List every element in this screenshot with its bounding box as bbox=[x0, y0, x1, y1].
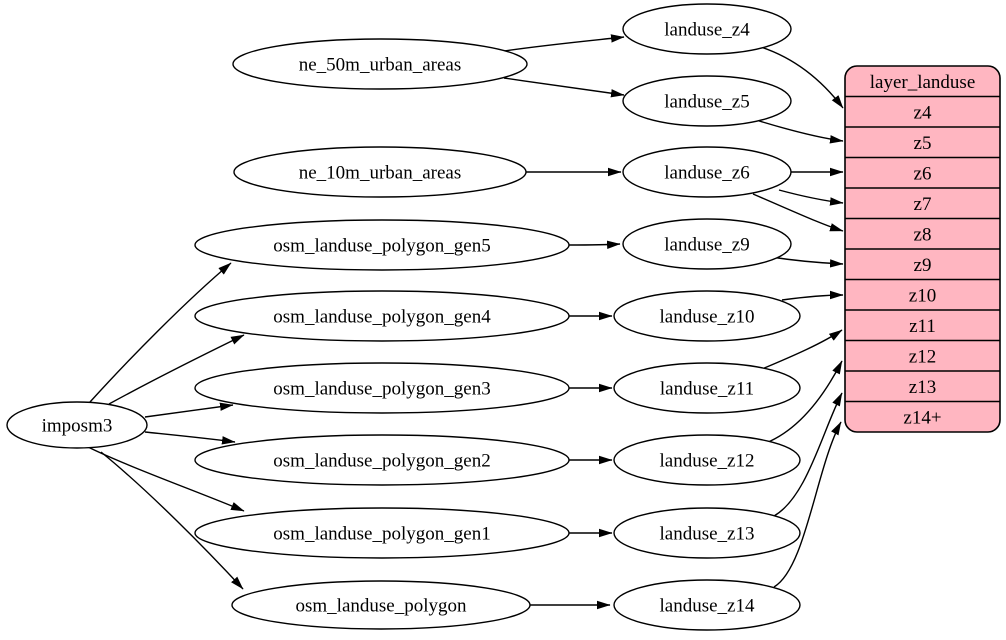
node-label-landuse_z5: landuse_z5 bbox=[664, 92, 749, 113]
node-imposm3: imposm3 bbox=[6, 401, 148, 449]
node-shape-imposm3 bbox=[6, 401, 148, 449]
node-label-osm_landuse_polygon_gen3: osm_landuse_polygon_gen3 bbox=[273, 379, 490, 400]
table-row-z10: z10 bbox=[909, 285, 936, 306]
edge-imposm3-to-osm_landuse_polygon_gen3 bbox=[144, 402, 234, 418]
table-row-z4: z4 bbox=[914, 102, 932, 123]
node-label-landuse_z10: landuse_z10 bbox=[660, 307, 755, 328]
edge-imposm3-to-osm_landuse_polygon_gen5 bbox=[89, 262, 232, 403]
node-shape-landuse_z12 bbox=[613, 434, 801, 486]
table-row-z9: z9 bbox=[914, 255, 932, 276]
node-label-osm_landuse_polygon_gen2: osm_landuse_polygon_gen2 bbox=[273, 451, 490, 472]
table-row-z14+: z14+ bbox=[903, 407, 941, 428]
edge-landuse_z4-to-layer_landuse:z4 bbox=[760, 46, 844, 109]
node-shape-landuse_z9 bbox=[622, 218, 792, 270]
node-shape-osm_landuse_polygon_gen5 bbox=[194, 219, 570, 271]
node-label-osm_landuse_polygon_gen5: osm_landuse_polygon_gen5 bbox=[273, 236, 490, 257]
node-landuse_z10: landuse_z10 bbox=[613, 290, 801, 342]
node-shape-osm_landuse_polygon bbox=[231, 580, 531, 630]
edge-imposm3-to-osm_landuse_polygon bbox=[100, 451, 244, 590]
edge-imposm3-to-osm_landuse_polygon_gen2 bbox=[144, 431, 236, 445]
node-shape-landuse_z11 bbox=[613, 362, 801, 414]
node-landuse_z6: landuse_z6 bbox=[622, 146, 792, 198]
node-ne_10m_urban_areas: ne_10m_urban_areas bbox=[233, 146, 527, 198]
table-row-z5: z5 bbox=[914, 133, 932, 154]
table-row-z13: z13 bbox=[909, 377, 936, 398]
node-shape-landuse_z13 bbox=[613, 507, 801, 559]
table-row-z8: z8 bbox=[914, 224, 932, 245]
node-landuse_z9: landuse_z9 bbox=[622, 218, 792, 270]
node-label-landuse_z14: landuse_z14 bbox=[660, 596, 755, 617]
node-shape-landuse_z5 bbox=[622, 75, 792, 127]
node-label-osm_landuse_polygon_gen4: osm_landuse_polygon_gen4 bbox=[273, 307, 491, 328]
edge-landuse_z13-to-layer_landuse:z13 bbox=[773, 392, 843, 517]
edge-landuse_z10-to-layer_landuse:z10 bbox=[781, 290, 844, 301]
node-label-landuse_z9: landuse_z9 bbox=[664, 235, 749, 256]
node-landuse_z14: landuse_z14 bbox=[613, 579, 801, 631]
node-landuse_z13: landuse_z13 bbox=[613, 507, 801, 559]
node-shape-osm_landuse_polygon_gen2 bbox=[194, 434, 570, 486]
node-osm_landuse_polygon: osm_landuse_polygon bbox=[231, 580, 531, 630]
table-row-z11: z11 bbox=[909, 316, 936, 337]
edge-landuse_z6-to-layer_landuse:z7 bbox=[778, 189, 844, 206]
node-osm_landuse_polygon_gen3: osm_landuse_polygon_gen3 bbox=[194, 362, 570, 414]
node-label-osm_landuse_polygon: osm_landuse_polygon bbox=[296, 596, 467, 617]
node-shape-landuse_z10 bbox=[613, 290, 801, 342]
node-shape-ne_50m_urban_areas bbox=[232, 38, 528, 90]
node-label-landuse_z4: landuse_z4 bbox=[664, 20, 750, 41]
node-shape-ne_10m_urban_areas bbox=[233, 146, 527, 198]
node-label-landuse_z11: landuse_z11 bbox=[660, 379, 754, 400]
node-shape-landuse_z4 bbox=[622, 3, 792, 55]
node-osm_landuse_polygon_gen1: osm_landuse_polygon_gen1 bbox=[194, 507, 570, 559]
node-landuse_z11: landuse_z11 bbox=[613, 362, 801, 414]
table-row-z6: z6 bbox=[914, 163, 932, 184]
node-landuse_z5: landuse_z5 bbox=[622, 75, 792, 127]
node-label-imposm3: imposm3 bbox=[42, 416, 113, 437]
table-row-z12: z12 bbox=[909, 346, 936, 367]
node-osm_landuse_polygon_gen5: osm_landuse_polygon_gen5 bbox=[194, 219, 570, 271]
node-label-landuse_z6: landuse_z6 bbox=[664, 163, 749, 184]
node-landuse_z12: landuse_z12 bbox=[613, 434, 801, 486]
node-osm_landuse_polygon_gen4: osm_landuse_polygon_gen4 bbox=[194, 290, 570, 342]
node-landuse_z4: landuse_z4 bbox=[622, 3, 792, 55]
table-layer: layer_landuse z4 z5 z6 z7 z8 z9 z10 z11 z12 z13 z14… bbox=[844, 65, 1001, 433]
edge-landuse_z12-to-layer_landuse:z12 bbox=[765, 360, 843, 444]
node-ne_50m_urban_areas: ne_50m_urban_areas bbox=[232, 38, 528, 90]
edge-imposm3-to-osm_landuse_polygon_gen4 bbox=[108, 334, 245, 405]
edge-osm_landuse_polygon_gen5-to-landuse_z9 bbox=[568, 240, 621, 249]
node-label-ne_50m_urban_areas: ne_50m_urban_areas bbox=[299, 55, 462, 76]
node-shape-landuse_z14 bbox=[613, 579, 801, 631]
table-header-label: layer_landuse bbox=[870, 72, 976, 93]
node-shape-osm_landuse_polygon_gen3 bbox=[194, 362, 570, 414]
node-shape-landuse_z6 bbox=[622, 146, 792, 198]
edge-landuse_z14-to-layer_landuse:z14+ bbox=[773, 421, 842, 588]
node-label-landuse_z13: landuse_z13 bbox=[660, 524, 755, 545]
edge-landuse_z6-to-layer_landuse:z8 bbox=[752, 193, 844, 232]
edge-landuse_z5-to-layer_landuse:z5 bbox=[755, 119, 844, 144]
nodes-layer: imposm3 ne_50m_urban_areas ne_10m_urban_ar… bbox=[6, 3, 801, 631]
node-label-landuse_z12: landuse_z12 bbox=[660, 451, 755, 472]
node-shape-osm_landuse_polygon_gen4 bbox=[194, 290, 570, 342]
edge-ne_50m_urban_areas-to-landuse_z5 bbox=[503, 77, 625, 98]
node-label-osm_landuse_polygon_gen1: osm_landuse_polygon_gen1 bbox=[273, 524, 490, 545]
table-layer_landuse: layer_landuse z4 z5 z6 z7 z8 z9 z10 z11 z12 z13 z14… bbox=[844, 65, 1001, 433]
edges-layer bbox=[87, 34, 844, 610]
node-osm_landuse_polygon_gen2: osm_landuse_polygon_gen2 bbox=[194, 434, 570, 486]
edge-ne_50m_urban_areas-to-landuse_z4 bbox=[503, 34, 625, 52]
node-label-ne_10m_urban_areas: ne_10m_urban_areas bbox=[299, 163, 462, 184]
node-shape-osm_landuse_polygon_gen1 bbox=[194, 507, 570, 559]
edge-landuse_z11-to-layer_landuse:z11 bbox=[761, 329, 843, 370]
table-row-z7: z7 bbox=[914, 194, 932, 215]
